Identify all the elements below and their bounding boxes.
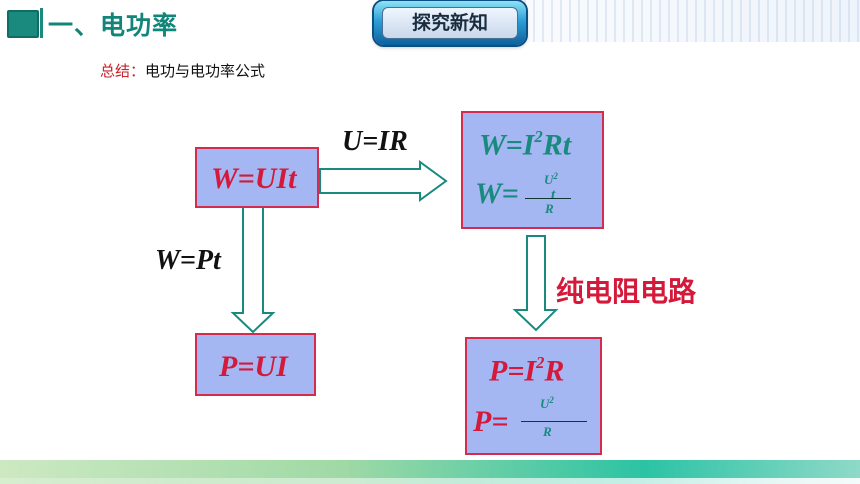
header-stripes (470, 0, 860, 42)
formula-box-power: P=UI (195, 333, 316, 396)
fraction-bar (525, 198, 571, 199)
formula-w-i2rt: W=I2Rt (479, 127, 572, 162)
footer-highlight (0, 478, 860, 484)
label-w-pt: W=Pt (155, 245, 221, 276)
formula-box-work-resistive: W=I2Rt W= U2 t R (461, 111, 604, 229)
formula-p-ui: P=UI (219, 350, 288, 383)
label-pure-resistor-circuit: 纯电阻电路 (556, 275, 697, 308)
arrow-down-left (230, 205, 276, 334)
label-u-ir: U=IR (342, 126, 408, 157)
fraction-numerator: U2 (544, 171, 558, 187)
formula-p-frac-lhs: P= (473, 405, 509, 438)
section-badge-label: 探究新知 (382, 7, 518, 39)
formula-w-frac-lhs: W= (475, 177, 519, 210)
formula-w-uit: W=UIt (211, 162, 297, 195)
arrow-right (319, 160, 448, 202)
fraction-denominator: R (545, 201, 554, 216)
fraction-bar-p (521, 421, 587, 422)
header-square-icon (7, 10, 39, 38)
section-badge: 探究新知 (374, 1, 526, 45)
summary-label: 总结： (100, 62, 146, 80)
fraction-extra-t: t (551, 187, 556, 203)
formula-p-i2r: P=I2R (489, 353, 565, 388)
fraction-denominator-p: R (543, 424, 552, 439)
formula-box-work: W=UIt (195, 147, 319, 208)
page-title: 一、电功率 (48, 11, 179, 40)
summary-line: 总结：电功与电功率公式 (100, 60, 265, 81)
summary-text: 电功与电功率公式 (145, 62, 266, 80)
arrow-down-right (512, 235, 559, 332)
formula-box-power-resistive: P=I2R P= U2 R (465, 337, 602, 455)
fraction-numerator-p: U2 (540, 395, 554, 411)
header-divider (40, 8, 43, 38)
